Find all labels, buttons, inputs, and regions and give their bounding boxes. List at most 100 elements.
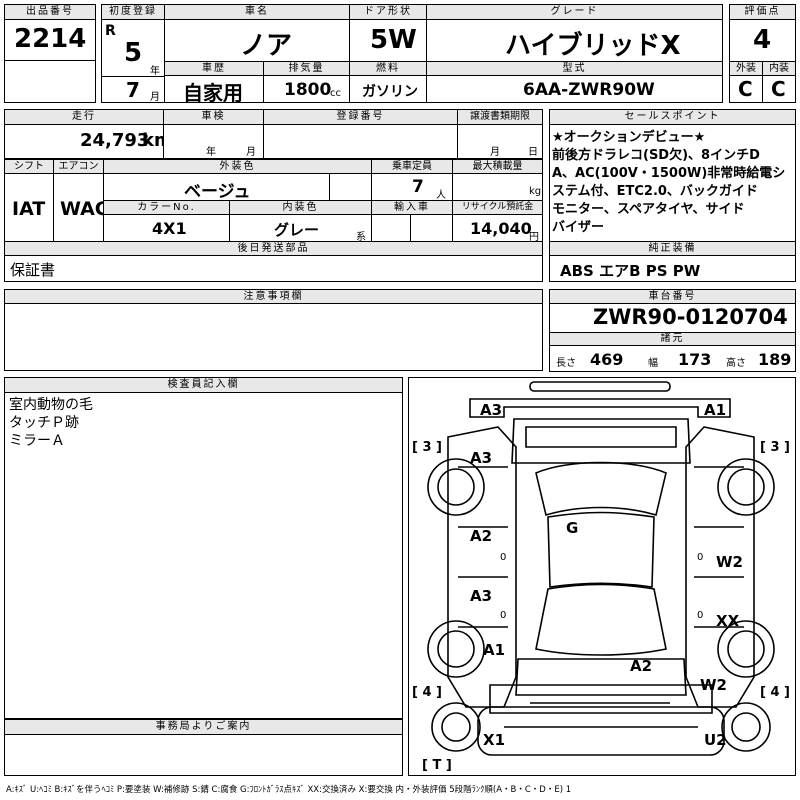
- mark-rear-x1: X1: [483, 731, 506, 749]
- mileage-label: 走行: [4, 109, 164, 125]
- mark-right-xx: XX: [716, 612, 740, 630]
- chassis-label: 車台番号: [549, 289, 796, 304]
- office-cell: [4, 734, 403, 776]
- intcolor-cell: [229, 214, 372, 242]
- intcolor-label: 内装色: [229, 200, 372, 215]
- sales-label: セールスポイント: [549, 109, 796, 125]
- caution-cell: [4, 303, 543, 371]
- width: 173: [678, 350, 712, 369]
- colorno-label: カラーNo.: [103, 200, 230, 215]
- reg-month: 7: [126, 78, 140, 102]
- disp-unit: cc: [330, 88, 341, 99]
- lot-number: 2214: [14, 24, 87, 54]
- reg-year-unit: 年: [150, 66, 160, 77]
- sales-cell: [549, 124, 796, 242]
- door-type: 5W: [370, 25, 417, 55]
- mark-zero-4: 0: [697, 610, 704, 621]
- seats: 7: [412, 177, 424, 197]
- equipment: ABS エアB PS PW: [560, 262, 701, 280]
- equip-label: 純正装備: [549, 241, 796, 256]
- transfer-month-unit: 月: [490, 147, 500, 158]
- history: 自家用: [183, 81, 243, 105]
- chassis-number: ZWR90-0120704: [593, 305, 788, 329]
- inspection-cell: [163, 124, 264, 159]
- door-label: ドア形状: [349, 4, 427, 20]
- model: 6AA-ZWR90W: [523, 80, 655, 100]
- mark-left-a3-upper: A3: [470, 449, 493, 467]
- aircon: WAC: [60, 198, 109, 220]
- mark-zero-1: 0: [500, 552, 507, 563]
- fuel: ガソリン: [362, 84, 418, 100]
- recycle-unit: 円: [529, 232, 539, 243]
- ext-cell: [729, 75, 763, 103]
- mark-rear-u2: U2: [704, 731, 727, 749]
- office-label: 事務局よりご案内: [4, 719, 403, 735]
- reg-label: 初度登録: [101, 4, 165, 20]
- shift: IAT: [12, 198, 46, 220]
- sales-text: ★オークションデビュー★ 前後方ドラレコ(SD欠)、8インチD A、AC(100…: [552, 130, 786, 235]
- seats-label: 乗車定員: [371, 159, 453, 174]
- ext-grade: C: [738, 77, 753, 101]
- inspector-cell: [4, 392, 403, 719]
- grade-label: グレード: [426, 4, 723, 20]
- model-label: 型式: [426, 61, 723, 76]
- caution-label: 注意事項欄: [4, 289, 543, 304]
- car-diagram: [427, 381, 775, 756]
- intcolor-unit: 系: [356, 232, 366, 243]
- recycle-fee: 14,040: [470, 219, 532, 238]
- height-label: 高さ: [726, 358, 746, 369]
- inspection-label: 車検: [163, 109, 264, 125]
- displacement: 1800: [284, 80, 332, 100]
- transfer-day-unit: 日: [528, 147, 538, 158]
- color-aux-cell: [329, 173, 372, 201]
- colorno-cell: [103, 214, 230, 242]
- shift-label: シフト: [4, 159, 54, 174]
- dims-cell: [549, 345, 796, 372]
- disp-cell: [263, 75, 350, 103]
- inspector-notes: 室内動物の毛 タッチＰ跡 ミラーＡ: [9, 397, 93, 449]
- height: 189: [758, 350, 792, 369]
- name-cell: [164, 19, 350, 62]
- legend: A:ｷｽﾞ U:ﾍｺﾐ B:ｷｽﾞを伴うﾍｺﾐ P:要塗装 W:補修跡 S:錆 …: [6, 785, 572, 795]
- reg-era: R: [105, 23, 116, 39]
- disp-label: 排気量: [263, 61, 350, 76]
- mark-zero-2: 0: [500, 610, 507, 621]
- mileage: 24,793: [80, 130, 150, 151]
- mark-right-w2-upper: W2: [716, 553, 743, 571]
- mark-left-tire-4: [ 4 ]: [412, 685, 442, 700]
- color-number: 4X1: [152, 219, 187, 238]
- load-unit: kg: [529, 186, 542, 197]
- mark-spare-tire: [ T ]: [422, 758, 452, 773]
- insp-month-unit: 月: [246, 147, 256, 158]
- reg-year: 5: [124, 38, 143, 68]
- mark-left-tire-3: [ 3 ]: [412, 440, 442, 455]
- history-cell: [164, 75, 264, 103]
- recycle-label: リサイクル預託金: [452, 200, 543, 215]
- import-aux-cell: [410, 214, 453, 242]
- mark-right-w2-lower: W2: [700, 676, 727, 694]
- grade: ハイブリッドX: [505, 31, 681, 61]
- int-label: 内装: [762, 61, 796, 76]
- lot-blank: [4, 60, 96, 103]
- mark-left-a3-lower: A3: [470, 587, 493, 605]
- fuel-cell: [349, 75, 427, 103]
- body-color: ベージュ: [184, 182, 251, 202]
- recycle-cell: [452, 214, 543, 242]
- mark-zero-3: 0: [697, 552, 704, 563]
- history-label: 車歴: [164, 61, 264, 76]
- mileage-cell: [4, 124, 164, 159]
- fuel-label: 燃料: [349, 61, 427, 76]
- mark-right-tire-3: [ 3 ]: [760, 440, 790, 455]
- mark-left-a2: A2: [470, 527, 493, 545]
- mark-front-a1: A1: [704, 401, 727, 419]
- transfer-label: 譲渡書類期限: [457, 109, 543, 125]
- load-label: 最大積載量: [452, 159, 543, 174]
- regno-label: 登録番号: [263, 109, 458, 125]
- name-label: 車名: [164, 4, 350, 20]
- interior-color: グレー: [274, 221, 320, 239]
- later-parts-label: 後日発送部品: [4, 241, 543, 256]
- mark-glass-g: G: [566, 519, 579, 537]
- inspector-label: 検査員記入欄: [4, 377, 403, 393]
- lot-label: 出品番号: [4, 4, 96, 20]
- reg-month-cell: [101, 76, 165, 103]
